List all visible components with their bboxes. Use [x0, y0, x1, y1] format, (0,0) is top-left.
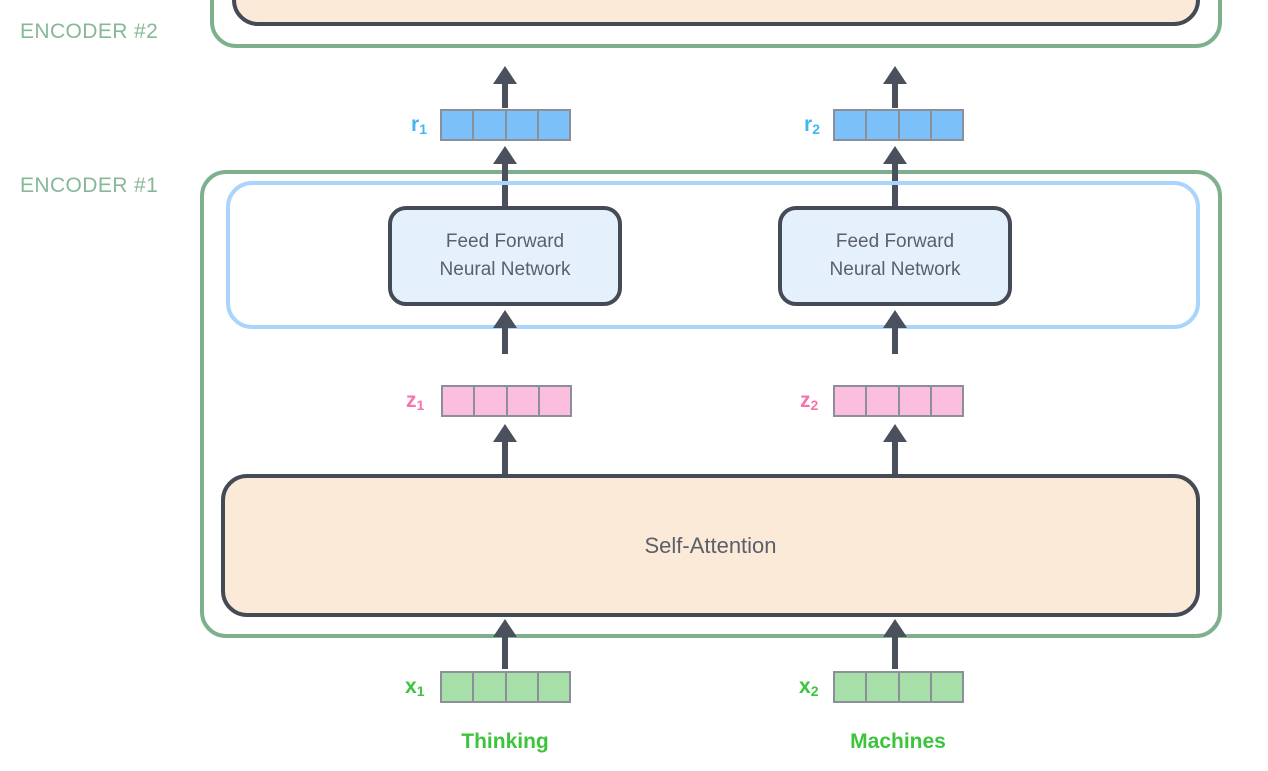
ffn-line-1: Feed Forward [445, 231, 565, 253]
vector-cell [474, 673, 507, 701]
ffn-line-1: Feed Forward [835, 231, 955, 253]
arrow-x1-to-selfattention [493, 619, 517, 669]
vector-cell [507, 387, 540, 415]
vector-z1 [441, 385, 572, 417]
encoder-1-self-attention-box: Self-Attention [221, 474, 1200, 617]
encoder-2-self-attention-box [232, 0, 1200, 26]
encoder-2-shell [210, 0, 1222, 48]
vector-cell [899, 387, 932, 415]
vector-cell [442, 111, 475, 139]
vector-label-r2: r2 [804, 113, 820, 137]
vector-cell [538, 111, 569, 139]
vector-cell [538, 673, 569, 701]
vector-cell [835, 111, 868, 139]
vector-x1 [440, 671, 571, 703]
vector-cell [506, 673, 539, 701]
token-word-2: Machines [850, 730, 946, 753]
arrow-z2-to-ffn2 [883, 310, 907, 354]
vector-cell [867, 673, 900, 701]
vector-cell [506, 111, 539, 139]
r2-subscript: 2 [812, 121, 820, 137]
vector-cell [475, 387, 508, 415]
z1-symbol: z [406, 389, 417, 412]
encoder-2-label: ENCODER #2 [20, 20, 159, 43]
vector-cell [931, 673, 962, 701]
vector-label-x1: x1 [405, 675, 424, 699]
vector-z2 [833, 385, 964, 417]
arrow-selfattention-to-z1 [493, 424, 517, 476]
vector-cell [474, 111, 507, 139]
vector-x2 [833, 671, 964, 703]
self-attention-label: Self-Attention [644, 532, 777, 558]
arrow-r1-to-encoder2 [493, 66, 517, 108]
vector-r1 [440, 109, 571, 141]
x2-subscript: 2 [810, 683, 819, 699]
vector-cell [931, 387, 962, 415]
z2-symbol: z [800, 389, 811, 412]
z2-subscript: 2 [810, 397, 819, 413]
vector-cell [443, 387, 476, 415]
arrow-r2-to-encoder2 [883, 66, 907, 108]
r2-symbol: r [804, 113, 813, 136]
token-word-1: Thinking [461, 730, 549, 753]
arrow-selfattention-to-z2 [883, 424, 907, 476]
vector-label-r1: r1 [411, 113, 427, 137]
feed-forward-sublayer-band [226, 181, 1200, 329]
x1-subscript: 1 [416, 683, 425, 699]
vector-label-z2: z2 [800, 389, 818, 413]
vector-label-z1: z1 [406, 389, 424, 413]
feed-forward-box-token-2: Feed Forward Neural Network [778, 206, 1012, 306]
arrow-x2-to-selfattention [883, 619, 907, 669]
arrow-z1-to-ffn1 [493, 310, 517, 354]
vector-r2 [833, 109, 964, 141]
x1-symbol: x [405, 675, 417, 698]
vector-label-x2: x2 [799, 675, 818, 699]
r1-symbol: r [411, 113, 420, 136]
vector-cell [867, 387, 900, 415]
vector-cell [899, 673, 932, 701]
feed-forward-box-token-1: Feed Forward Neural Network [388, 206, 622, 306]
x2-symbol: x [799, 675, 811, 698]
z1-subscript: 1 [416, 397, 425, 413]
vector-cell [835, 387, 868, 415]
encoder-1-label: ENCODER #1 [20, 174, 159, 197]
vector-cell [539, 387, 570, 415]
vector-cell [442, 673, 475, 701]
ffn-line-2: Neural Network [829, 259, 961, 280]
ffn-line-2: Neural Network [439, 259, 571, 280]
vector-cell [899, 111, 932, 139]
vector-cell [867, 111, 900, 139]
r1-subscript: 1 [419, 121, 427, 137]
vector-cell [931, 111, 962, 139]
encoder-1-shell [200, 170, 1222, 638]
vector-cell [835, 673, 868, 701]
